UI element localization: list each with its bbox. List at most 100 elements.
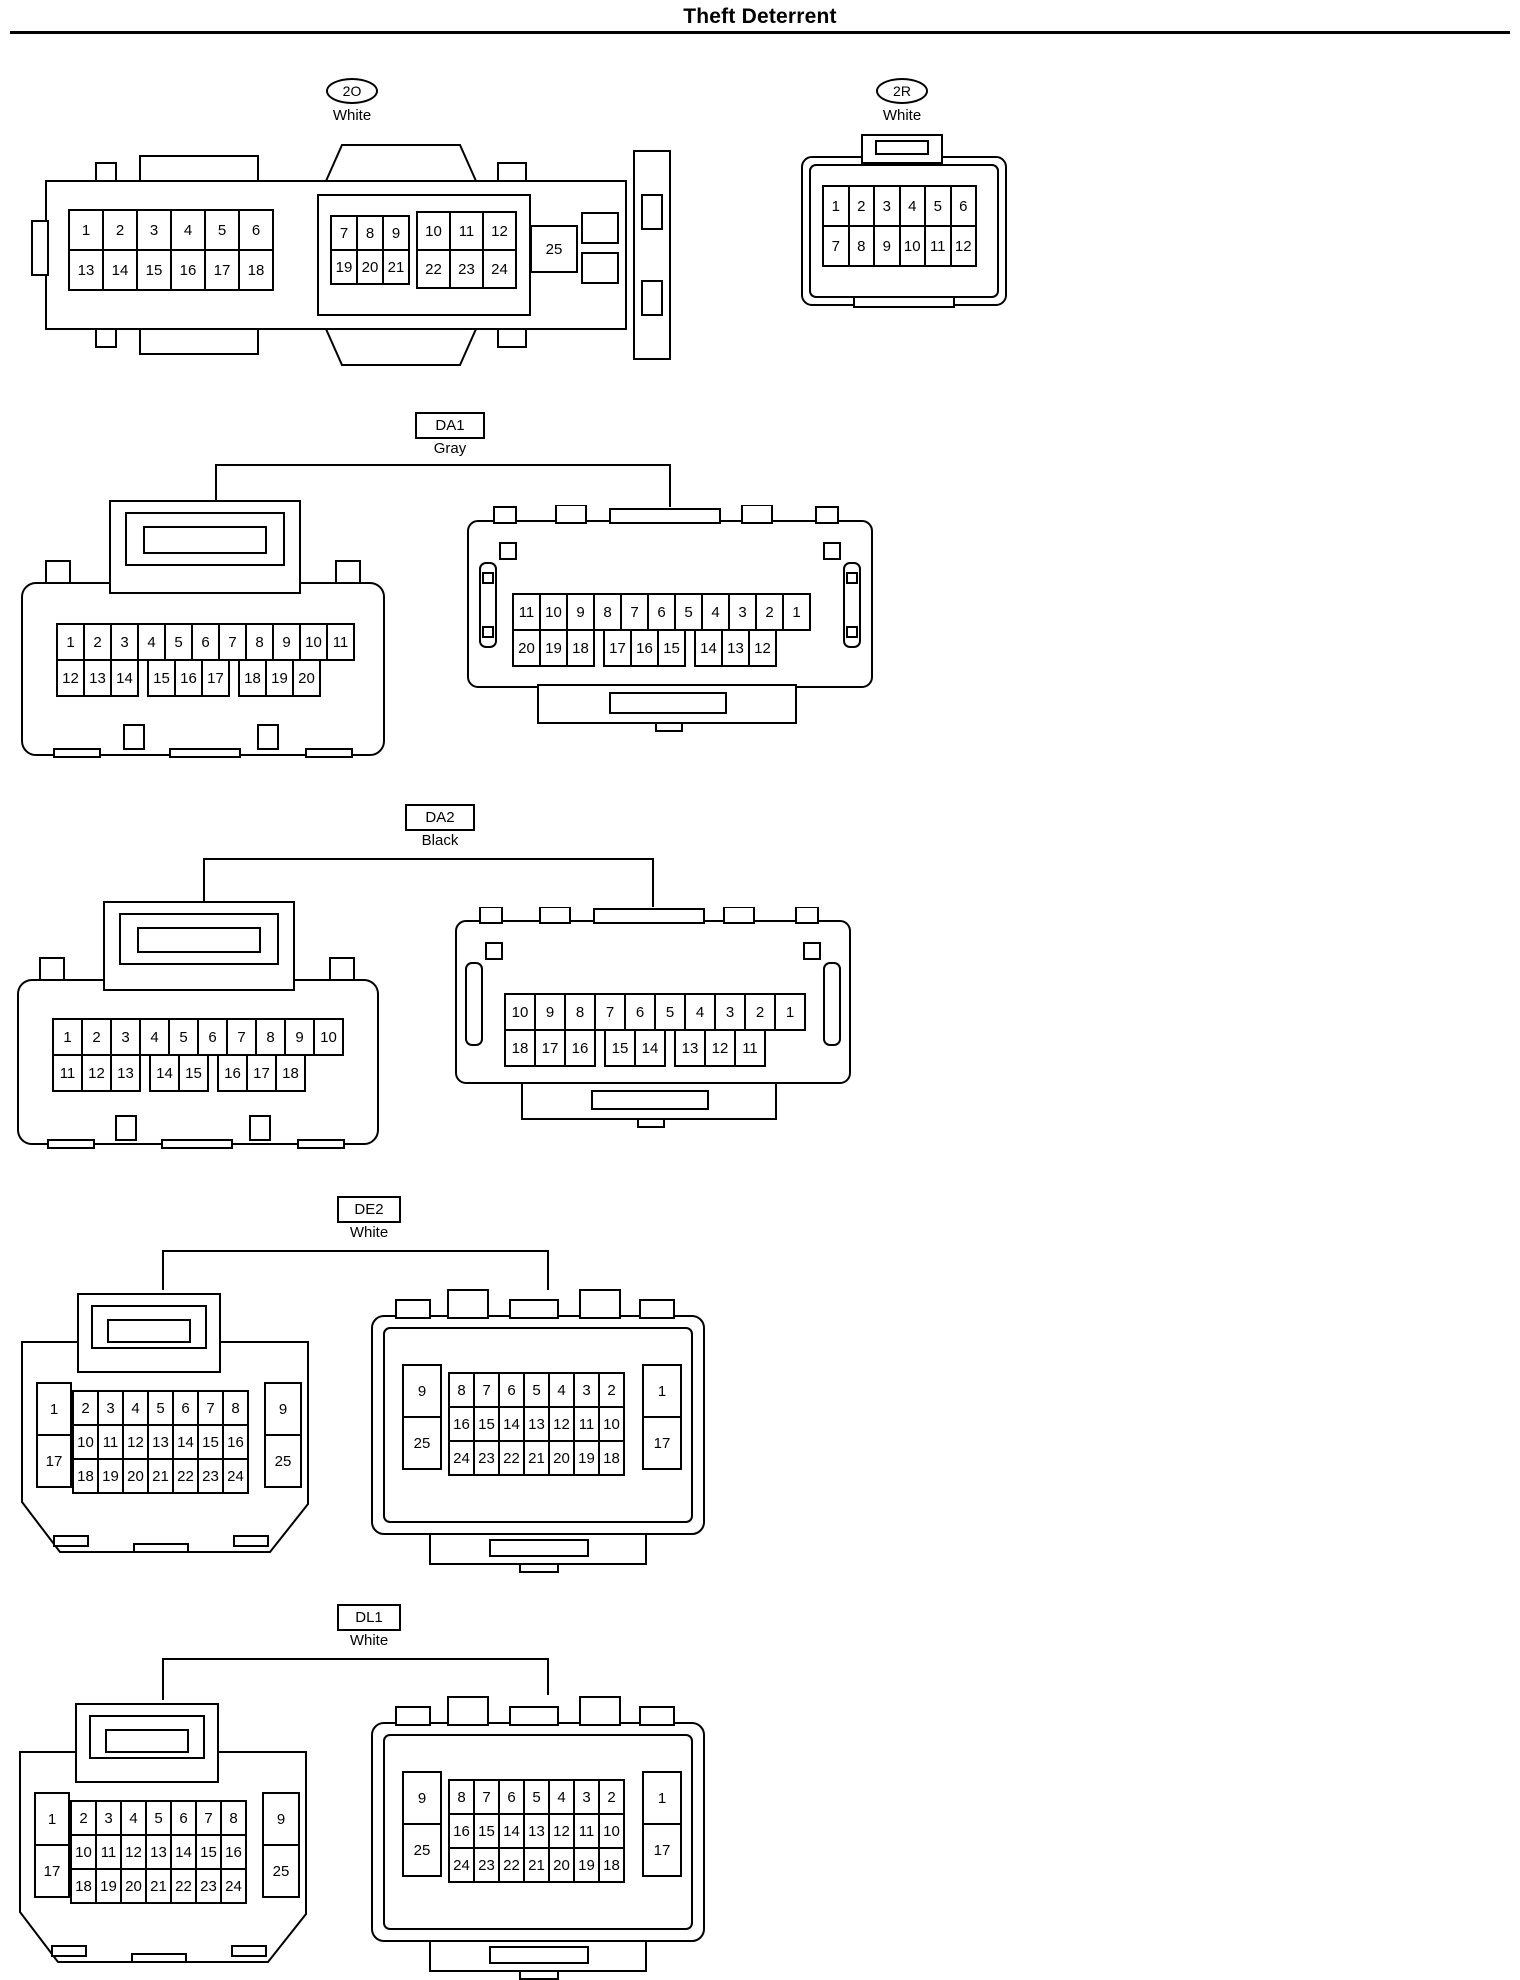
pin-4: 4 <box>170 209 206 251</box>
pin-13: 13 <box>147 1424 174 1460</box>
pin-12: 12 <box>548 1406 575 1442</box>
pin-7: 7 <box>330 215 358 251</box>
page-title: Theft Deterrent <box>683 5 837 28</box>
pin-15: 15 <box>195 1834 222 1870</box>
pin-15: 15 <box>473 1813 500 1849</box>
pin-9: 9 <box>402 1364 442 1418</box>
pin-19: 19 <box>573 1847 600 1883</box>
connector-code-de2: DE2 <box>337 1196 401 1223</box>
pin-3: 3 <box>728 593 757 631</box>
pin-13: 13 <box>110 1054 141 1092</box>
pin-5: 5 <box>523 1372 550 1408</box>
pin-11: 11 <box>449 211 484 251</box>
pin-14: 14 <box>498 1406 525 1442</box>
connector-color-da2: Black <box>421 832 459 849</box>
pin-2: 2 <box>72 1390 99 1426</box>
pin-18: 18 <box>238 249 274 291</box>
pin-19: 19 <box>97 1458 124 1494</box>
connector-color-de2: White <box>349 1224 389 1241</box>
pin-2: 2 <box>598 1779 625 1815</box>
pin-2: 2 <box>102 209 138 251</box>
pin-12: 12 <box>81 1054 112 1092</box>
pin-17: 17 <box>201 659 230 697</box>
pin-15: 15 <box>136 249 172 291</box>
pin-22: 22 <box>498 1440 525 1476</box>
pin-19: 19 <box>330 249 358 285</box>
pin-8: 8 <box>245 623 274 661</box>
pin-5: 5 <box>674 593 703 631</box>
pin-7: 7 <box>195 1800 222 1836</box>
pin-12: 12 <box>748 629 777 667</box>
pin-12: 12 <box>122 1424 149 1460</box>
pin-8: 8 <box>220 1800 247 1836</box>
pin-1: 1 <box>774 993 806 1031</box>
pin-11: 11 <box>573 1406 600 1442</box>
pin-8: 8 <box>356 215 384 251</box>
pin-17: 17 <box>36 1434 72 1488</box>
pin-13: 13 <box>721 629 750 667</box>
pin-23: 23 <box>197 1458 224 1494</box>
pin-18: 18 <box>72 1458 99 1494</box>
pin-21: 21 <box>523 1847 550 1883</box>
pin-1: 1 <box>36 1382 72 1436</box>
pin-10: 10 <box>598 1813 625 1849</box>
pin-10: 10 <box>416 211 451 251</box>
pin-13: 13 <box>523 1406 550 1442</box>
pin-7: 7 <box>226 1018 257 1056</box>
pin-9: 9 <box>264 1382 302 1436</box>
connector-code-text: 2O <box>342 83 362 99</box>
pin-8: 8 <box>255 1018 286 1056</box>
pin-24: 24 <box>448 1847 475 1883</box>
pin-5: 5 <box>168 1018 199 1056</box>
pin-12: 12 <box>56 659 85 697</box>
pin-15: 15 <box>473 1406 500 1442</box>
pin-18: 18 <box>275 1054 306 1092</box>
pin-24: 24 <box>482 249 517 289</box>
pin-15: 15 <box>197 1424 224 1460</box>
pin-5: 5 <box>204 209 240 251</box>
pin-12: 12 <box>482 211 517 251</box>
pin-4: 4 <box>898 185 926 227</box>
pin-4: 4 <box>701 593 730 631</box>
pin-11: 11 <box>734 1029 766 1067</box>
connector-code-text: DL1 <box>355 1609 383 1626</box>
pin-18: 18 <box>598 1847 625 1883</box>
bracket-drop-da1-right <box>669 464 671 507</box>
bracket-line-da1 <box>215 464 671 466</box>
pin-18: 18 <box>504 1029 536 1067</box>
pin-20: 20 <box>548 1440 575 1476</box>
pin-17: 17 <box>603 629 632 667</box>
pin-25: 25 <box>262 1844 300 1898</box>
pin-19: 19 <box>265 659 294 697</box>
pin-23: 23 <box>473 1847 500 1883</box>
pin-23: 23 <box>195 1868 222 1904</box>
pin-10: 10 <box>598 1406 625 1442</box>
pin-7: 7 <box>473 1372 500 1408</box>
pin-11: 11 <box>573 1813 600 1849</box>
pin-19: 19 <box>539 629 568 667</box>
